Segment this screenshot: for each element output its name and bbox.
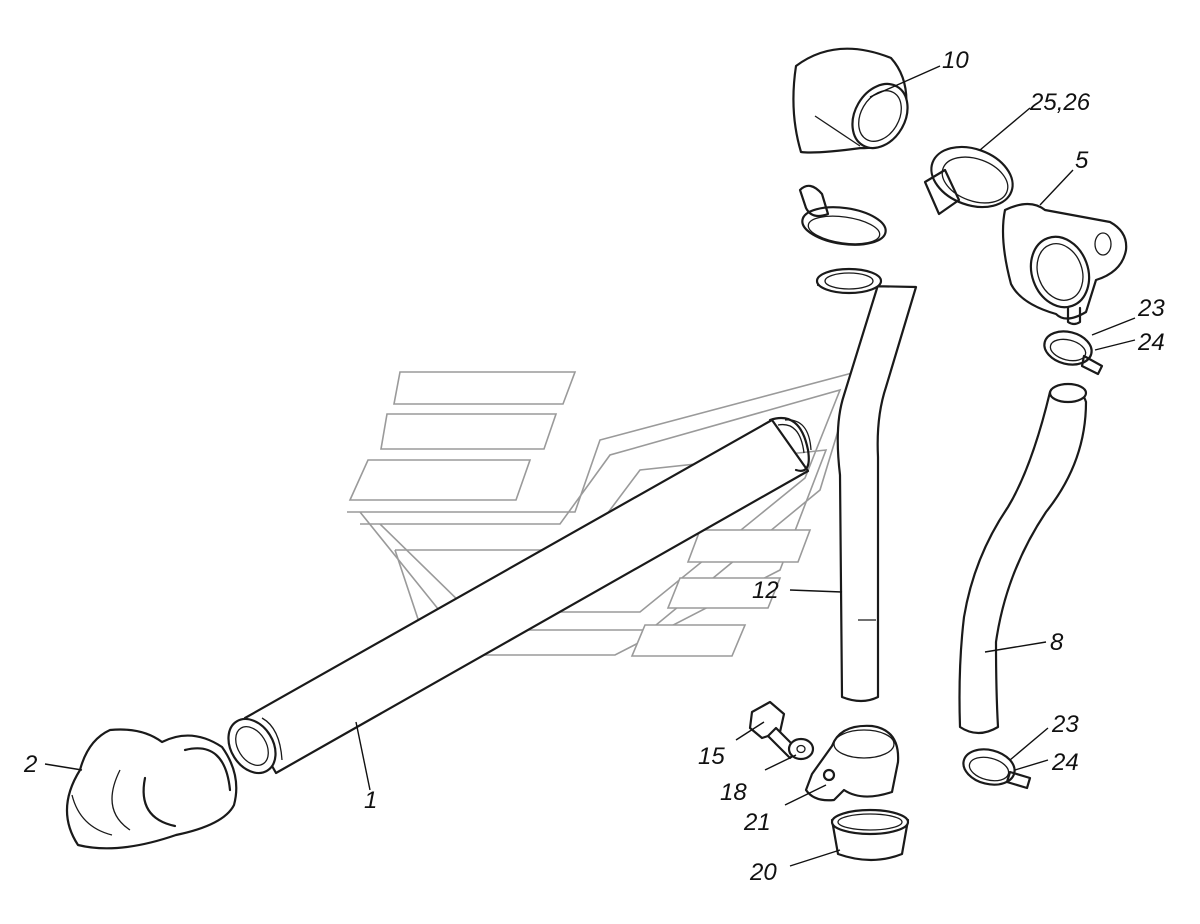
part-20-ring	[830, 808, 910, 862]
callout-8: 8	[1050, 629, 1064, 656]
callout-24-upper: 24	[1137, 329, 1165, 356]
part-23-24-lower-clamp	[962, 748, 1032, 790]
callout-18: 18	[720, 779, 747, 806]
part-12-bent-pipe	[815, 267, 918, 703]
callout-labels: 10 25,26 5 23 24 12 8 1 2 15 18 21 20 23…	[23, 47, 1165, 886]
callout-23-lower: 23	[1051, 711, 1079, 738]
callout-20: 20	[749, 859, 777, 886]
watermark-logo	[347, 370, 858, 657]
hose-clamp-upper-left	[798, 184, 887, 246]
callout-10: 10	[942, 47, 969, 74]
part-8-hose	[958, 382, 1088, 735]
part-23-24-upper-clamp	[1043, 330, 1104, 376]
leader-lines	[44, 65, 1136, 867]
callout-15: 15	[698, 743, 725, 770]
callout-21: 21	[743, 809, 771, 836]
callout-5: 5	[1075, 147, 1089, 174]
part-21-bracket-clamp	[804, 724, 900, 802]
callout-2: 2	[23, 751, 37, 778]
callout-12: 12	[752, 577, 779, 604]
part-18-washer	[787, 737, 815, 761]
part-2-elbow	[65, 728, 238, 850]
part-1-long-pipe	[227, 416, 812, 775]
callout-24-lower: 24	[1051, 749, 1079, 776]
part-10-elbow-cap	[792, 47, 909, 154]
part-25-26-clamp	[923, 145, 1014, 216]
callout-1: 1	[364, 787, 377, 814]
callout-25-26: 25,26	[1029, 89, 1091, 116]
callout-23-upper: 23	[1137, 295, 1165, 322]
part-5-tee	[1001, 202, 1128, 326]
